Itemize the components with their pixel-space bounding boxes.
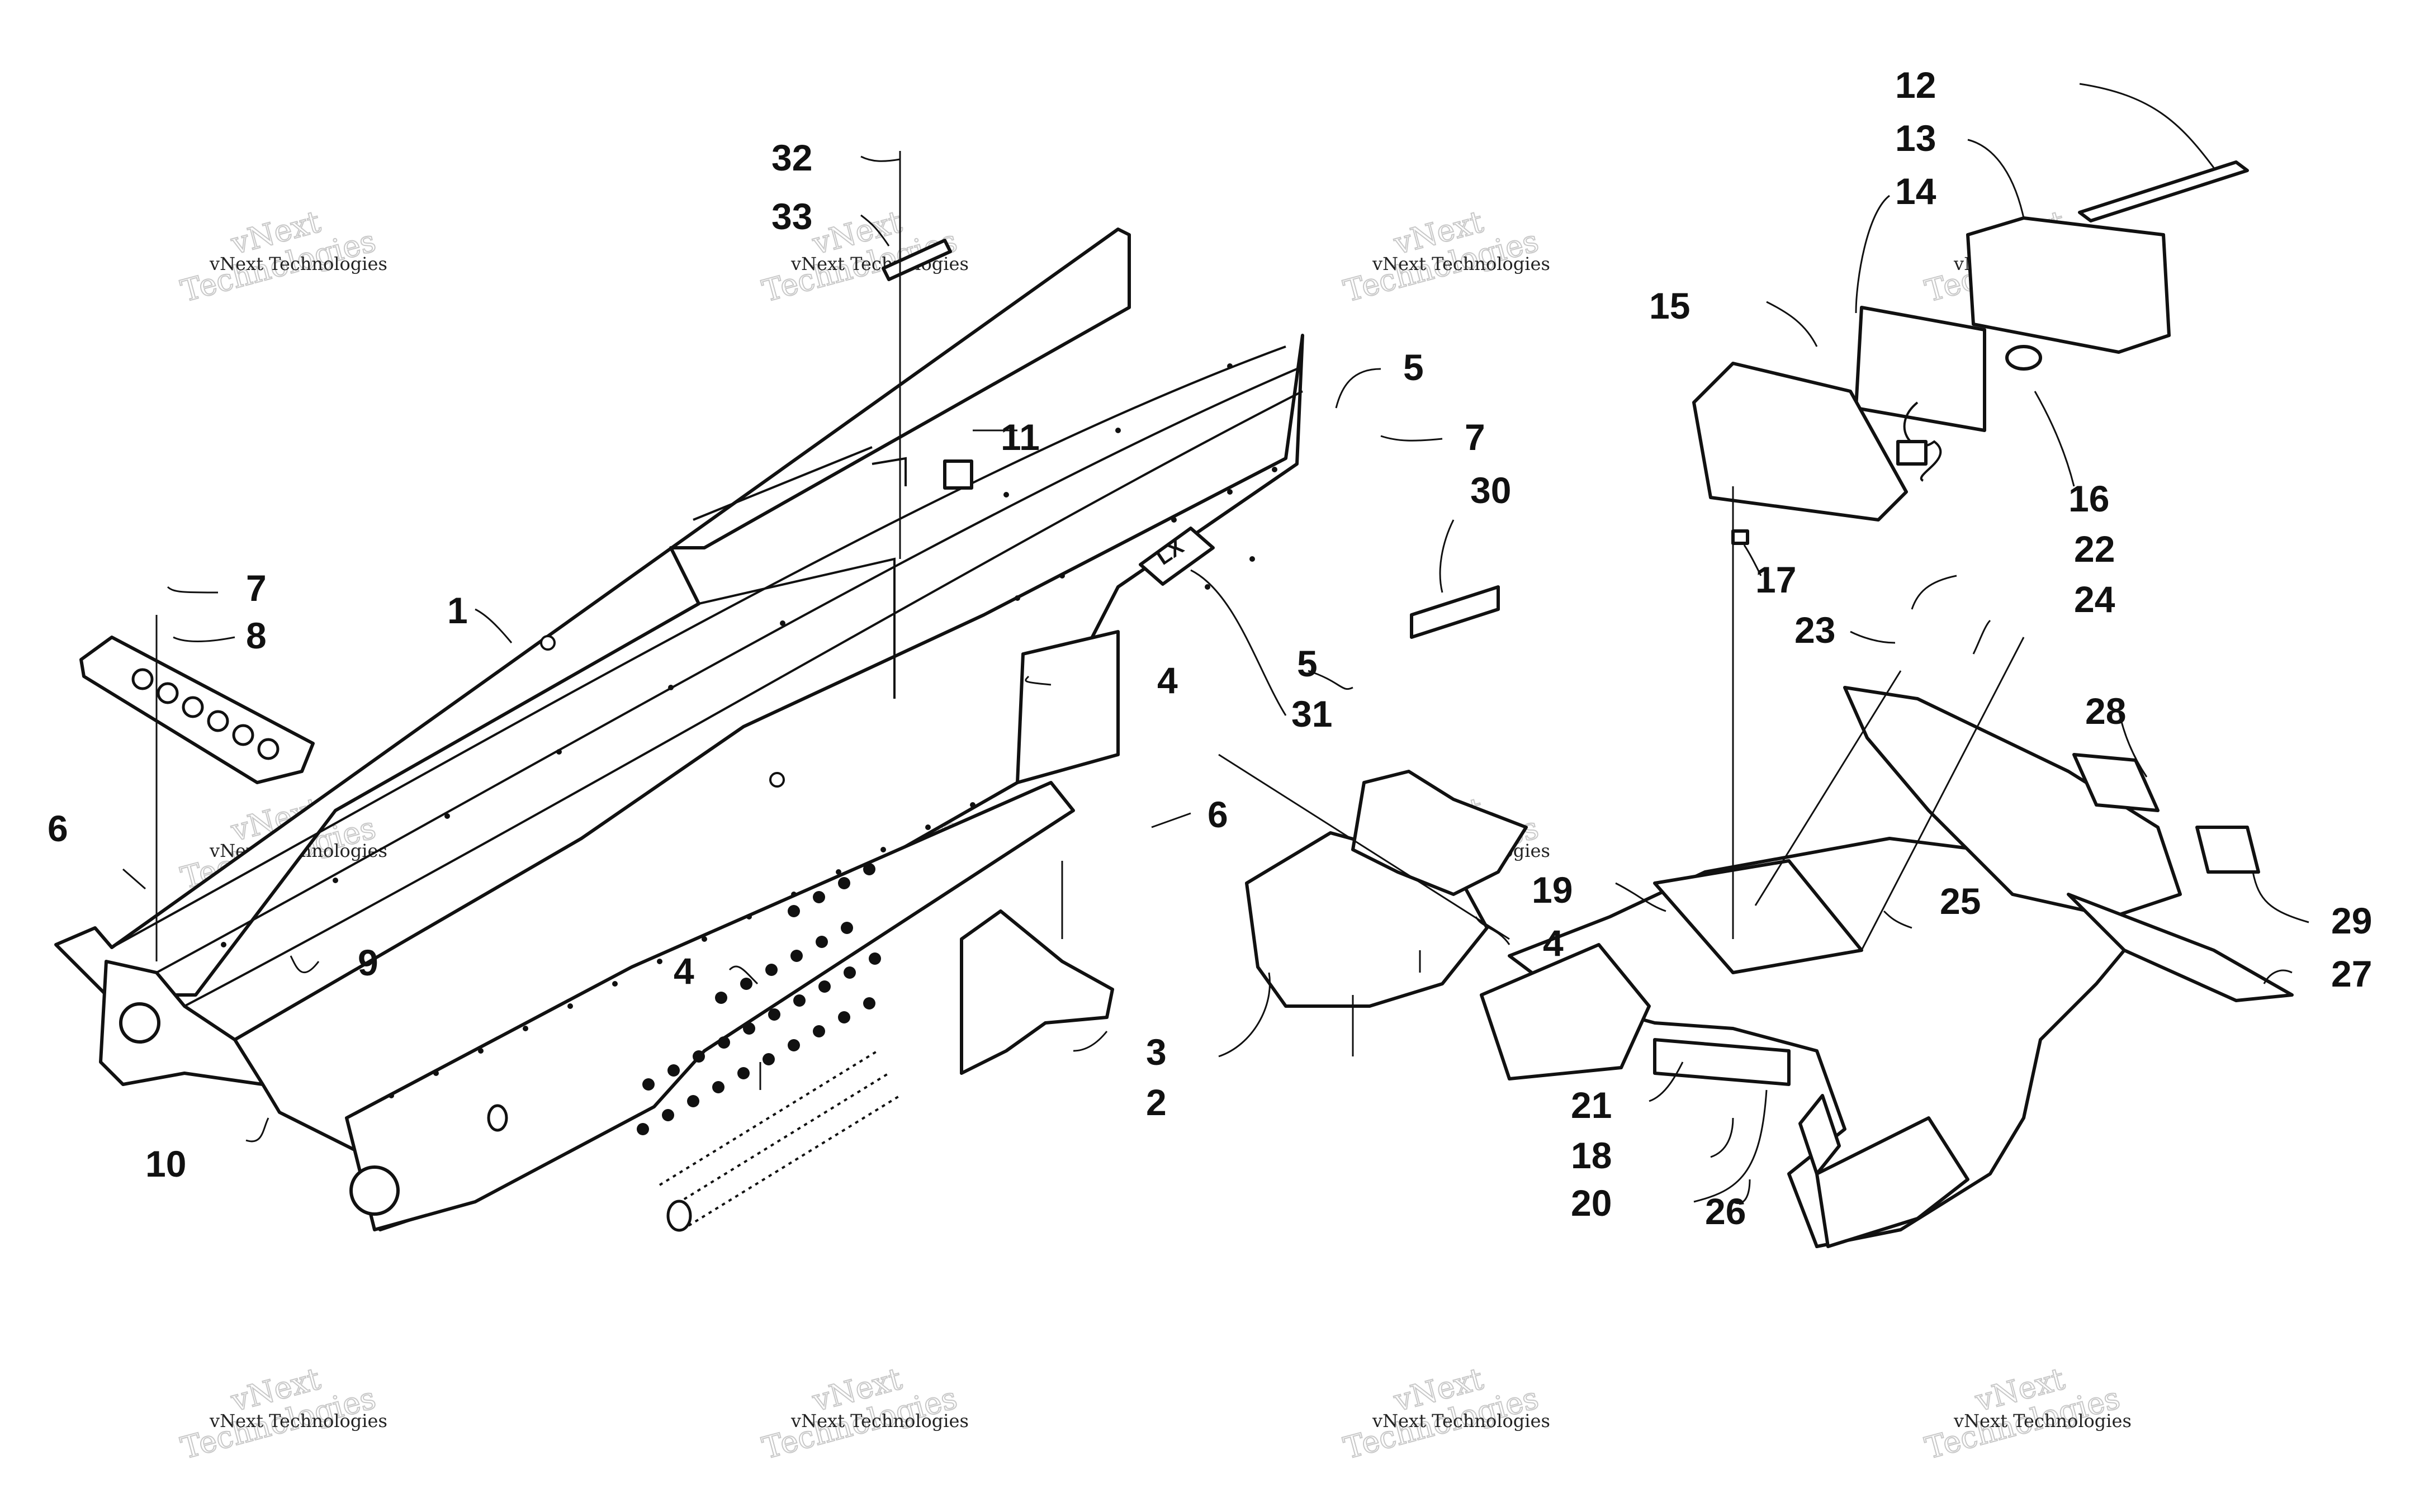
bulb-part-16	[2005, 345, 2042, 371]
callout-4: 4	[1157, 660, 1178, 701]
bracket-part-3	[960, 909, 1114, 1075]
socket	[1896, 440, 1928, 466]
callout-32: 32	[771, 137, 812, 178]
strip-part-20	[1653, 1038, 1791, 1086]
svg-text:vNext Technologies: vNext Technologies	[1372, 253, 1550, 274]
svg-text:vNext Technologies: vNext Technologies	[1372, 1410, 1550, 1432]
watermark: vNext Technologies vNext Technologies	[1339, 1361, 1550, 1467]
callout-15: 15	[1649, 285, 1690, 326]
callout-22: 22	[2074, 528, 2115, 570]
callout-33: 33	[771, 196, 812, 237]
callout-4: 4	[674, 950, 694, 992]
callout-3: 3	[1146, 1031, 1167, 1073]
callout-12: 12	[1895, 64, 1936, 106]
decal-part-30	[1410, 585, 1500, 639]
callout-24: 24	[2074, 579, 2115, 620]
callout-10: 10	[145, 1143, 186, 1184]
heat-shield-part-8	[79, 636, 315, 784]
callout-9: 9	[358, 942, 378, 983]
callout-6: 6	[48, 808, 68, 849]
callout-21: 21	[1571, 1084, 1612, 1126]
callout-1: 1	[447, 590, 468, 631]
callout-7: 7	[246, 567, 267, 609]
watermark: vNext Technologies vNext Technologies	[1921, 1361, 2132, 1467]
svg-text:vNext Technologies: vNext Technologies	[209, 253, 387, 274]
housing-part-15	[1692, 362, 1908, 522]
rivet-dots	[221, 363, 1277, 1098]
callout-31: 31	[1291, 693, 1332, 734]
snowflap-tail	[2067, 893, 2294, 1002]
vent-holes	[637, 863, 881, 1135]
callout-8: 8	[246, 615, 267, 656]
decal-part-29	[2195, 826, 2260, 874]
callout-26: 26	[1705, 1191, 1746, 1232]
callouts: 1 2 3 4 4 4 5 5 6 6 7 7 8 9 10 11 12 13 …	[48, 64, 2372, 1232]
callout-11: 11	[1001, 416, 1040, 458]
svg-text:vNext Technologies: vNext Technologies	[209, 1410, 387, 1432]
callout-19: 19	[1532, 869, 1573, 911]
rear-bumper-assembly	[1480, 686, 2294, 1248]
taillight-assembly	[1692, 160, 2249, 545]
callout-18: 18	[1571, 1135, 1612, 1176]
leader-lines	[122, 83, 2309, 1204]
callout-28: 28	[2085, 690, 2126, 732]
callout-4: 4	[1543, 922, 1564, 964]
watermark: vNext Technologies vNext Technologies	[758, 1361, 969, 1467]
callout-16: 16	[2068, 478, 2109, 519]
callout-5: 5	[1297, 643, 1318, 684]
callout-7: 7	[1465, 416, 1485, 458]
taillight-lens-part-13	[1966, 216, 2171, 354]
decal-part-28	[2072, 753, 2160, 812]
callout-6: 6	[1208, 794, 1228, 835]
bolt-part-12	[2078, 160, 2249, 222]
watermark: vNext Technologies vNext Technologies	[177, 1361, 387, 1467]
block-part-11	[943, 459, 973, 490]
callout-13: 13	[1895, 117, 1936, 159]
gasket-part-14	[1854, 306, 1986, 432]
handle-part-26	[1798, 1094, 1841, 1176]
callout-20: 20	[1571, 1182, 1612, 1224]
callout-30: 30	[1470, 470, 1511, 511]
callout-27: 27	[2331, 953, 2372, 994]
watermark: vNext Technologies vNext Technologies	[177, 203, 387, 310]
callout-5: 5	[1403, 347, 1424, 388]
callout-25: 25	[1940, 880, 1981, 922]
nut-part-17	[1731, 529, 1749, 545]
callout-14: 14	[1895, 170, 1936, 212]
callout-29: 29	[2331, 900, 2372, 941]
bracket-upper	[1351, 770, 1528, 896]
callout-2: 2	[1146, 1082, 1167, 1123]
svg-text:vNext Technologies: vNext Technologies	[790, 1410, 969, 1432]
watermark: vNext Technologies vNext Technologies	[1339, 203, 1550, 310]
step-grille-right	[1815, 1116, 1969, 1248]
callout-17: 17	[1755, 559, 1796, 600]
step-grille-left	[1480, 943, 1651, 1080]
callout-23: 23	[1794, 609, 1835, 651]
svg-text:vNext Technologies: vNext Technologies	[1953, 1410, 2132, 1432]
snowflap-part-27	[1843, 686, 2182, 918]
tunnel-part-1: LX	[54, 227, 1304, 1232]
